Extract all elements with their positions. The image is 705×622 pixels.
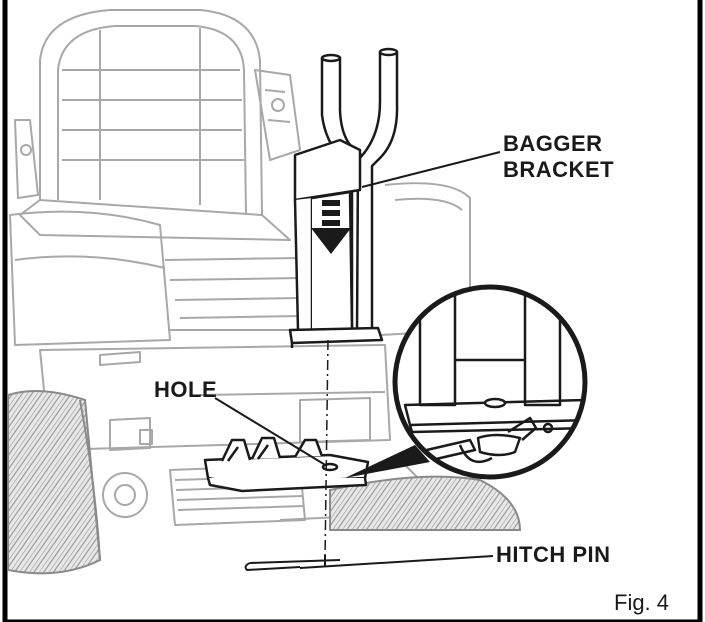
hole-leader — [214, 397, 328, 467]
bagger-bracket — [288, 47, 399, 348]
hole-label: HOLE — [154, 377, 218, 402]
right-rear-tire — [329, 475, 522, 531]
hitch-pin-leader — [299, 555, 494, 569]
hitch-pin — [244, 555, 341, 572]
alignment-line — [324, 339, 329, 561]
figure-number: Fig. 4 — [614, 590, 670, 615]
direction-arrow — [311, 200, 351, 254]
bagger-bracket-label-line1: BAGGER — [503, 131, 603, 156]
bagger-bracket-label: BAGGER BRACKET — [503, 131, 614, 183]
hitch-pin-label: HITCH PIN — [496, 542, 611, 567]
hitch-plate — [203, 436, 370, 493]
bagger-bracket-label-line2: BRACKET — [503, 157, 615, 182]
detail-view — [392, 284, 588, 480]
left-rear-tire — [8, 390, 102, 575]
bagger-bracket-leader — [361, 151, 501, 188]
detail-cone — [345, 445, 430, 478]
leader-lines — [214, 151, 501, 569]
mower-body — [9, 9, 471, 526]
